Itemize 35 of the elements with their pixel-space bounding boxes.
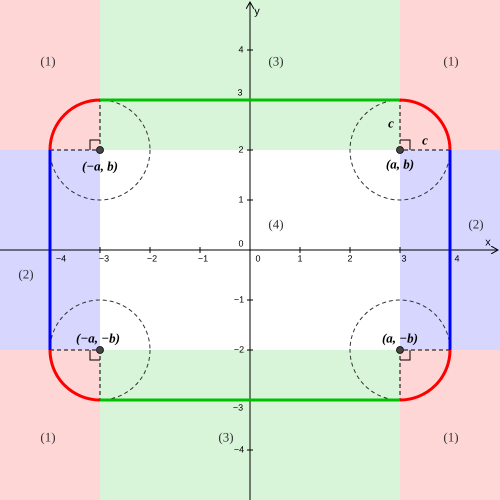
tick-label: 0 bbox=[238, 240, 244, 248]
tick-label: −3 bbox=[232, 404, 244, 412]
tick-label: 2 bbox=[238, 146, 244, 154]
tick-label: −2 bbox=[234, 346, 244, 354]
tick-label: 1 bbox=[238, 196, 244, 204]
region-label: (4) bbox=[268, 218, 284, 230]
tick-label: −4 bbox=[234, 446, 244, 454]
point-label: (a, −b) bbox=[382, 332, 418, 344]
length-label: c bbox=[388, 116, 394, 130]
tick-label: 1 bbox=[298, 254, 302, 264]
tick-label: −1 bbox=[234, 296, 244, 304]
point-label: (−a, b) bbox=[82, 160, 118, 172]
region-label: (2) bbox=[468, 218, 484, 230]
region-label: (2) bbox=[18, 268, 34, 280]
tick-label: 4 bbox=[238, 46, 244, 54]
tick-label: 2 bbox=[348, 254, 352, 264]
region-label: (3) bbox=[268, 54, 284, 68]
axis-label: x bbox=[485, 238, 491, 248]
tick-label: 3 bbox=[238, 88, 242, 98]
region-label: (1) bbox=[443, 54, 459, 68]
region-label: (1) bbox=[40, 430, 56, 444]
tick-label: 3 bbox=[402, 254, 406, 264]
region-label: (3) bbox=[218, 430, 234, 444]
length-label: c bbox=[422, 134, 428, 146]
region-label: (1) bbox=[40, 54, 56, 68]
region-label: (1) bbox=[443, 430, 459, 444]
tick-label: −4 bbox=[56, 254, 66, 264]
point-label: (−a, −b) bbox=[76, 332, 120, 344]
tick-label: −2 bbox=[146, 254, 158, 264]
tick-label: 0 bbox=[256, 254, 260, 264]
tick-label: −3 bbox=[98, 254, 110, 264]
tick-label: 4 bbox=[454, 254, 460, 264]
point-label: (a, b) bbox=[386, 158, 414, 170]
axis-label: y bbox=[254, 6, 260, 18]
tick-label: −1 bbox=[198, 254, 208, 264]
